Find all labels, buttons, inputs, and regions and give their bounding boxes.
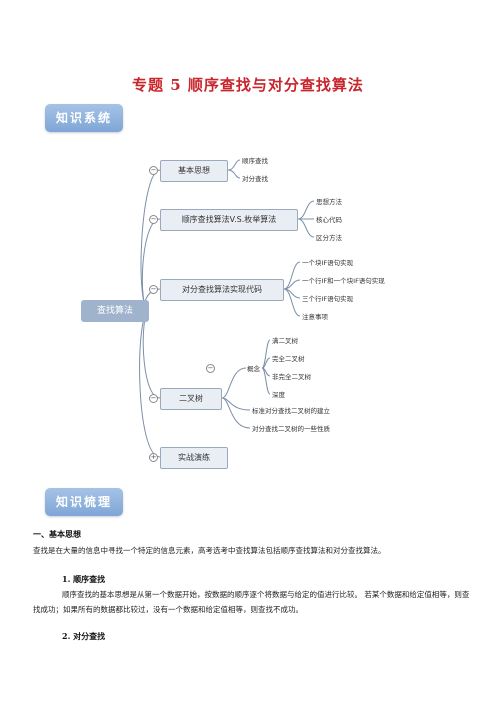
section-tag-knowledge-review: 知识梳理	[45, 488, 123, 516]
mindmap-connectors	[139, 159, 315, 458]
mindmap-branch-binary-code: 对分查找算法实现代码	[160, 279, 284, 301]
section-tag-knowledge-system: 知识系统	[45, 104, 123, 132]
page-title: 专题 5 顺序查找与对分查找算法	[132, 76, 364, 94]
mindmap-sub-label: 概念	[247, 365, 260, 373]
mindmap-leaf: 对分查找二叉树的一些性质	[252, 425, 330, 433]
mindmap-leaf: 一个块IF语句实现	[302, 259, 354, 267]
mindmap-branch-practice: 实战演练	[160, 447, 228, 469]
mindmap-leaf: 核心代码	[316, 216, 342, 224]
section-heading: 一、基本思想	[33, 530, 81, 539]
mindmap-leaf: 完全二叉树	[272, 355, 305, 363]
mindmap-branch-sequential-vs-enum: 顺序查找算法V.S.枚举算法	[160, 209, 298, 231]
mindmap-branch-binary-tree: 二叉树	[160, 388, 222, 410]
mindmap-branch-basic-idea: 基本思想	[160, 160, 228, 182]
mindmap-leaf: 一个行IF和一个块IF语句实现	[302, 277, 385, 285]
subsection-heading: 1. 顺序查找	[62, 574, 106, 584]
collapse-icon[interactable]: −	[149, 166, 158, 175]
collapse-icon[interactable]: −	[206, 364, 215, 373]
mindmap-leaf: 思想方法	[316, 198, 342, 206]
mindmap-leaf: 对分查找	[242, 175, 268, 183]
sequential-search-paragraph: 顺序查找的基本思想是从第一个数据开始，按数据的顺序逐个将数据与给定的值进行比较。…	[33, 590, 470, 614]
mindmap-leaf: 区分方法	[316, 234, 342, 242]
mindmap-leaf: 顺序查找	[242, 157, 268, 165]
mindmap-root: 查找算法	[81, 300, 149, 322]
mindmap-leaf: 满二叉树	[272, 337, 298, 345]
intro-paragraph: 查找是在大量的信息中寻找一个特定的信息元素，高考选考中查找算法包括顺序查找算法和…	[33, 546, 386, 555]
collapse-icon[interactable]: −	[149, 394, 158, 403]
subsection-heading: 2. 对分查找	[62, 631, 106, 641]
expand-icon[interactable]: +	[149, 453, 158, 462]
mindmap-leaf: 三个行IF语句实现	[302, 295, 354, 303]
collapse-icon[interactable]: −	[149, 215, 158, 224]
mindmap-leaf: 深度	[272, 391, 285, 399]
mindmap-leaf: 非完全二叉树	[272, 373, 311, 381]
mindmap-leaf: 标准对分查找二叉树的建立	[252, 407, 330, 415]
collapse-icon[interactable]: −	[149, 285, 158, 294]
mindmap-leaf: 注意事项	[302, 313, 328, 321]
